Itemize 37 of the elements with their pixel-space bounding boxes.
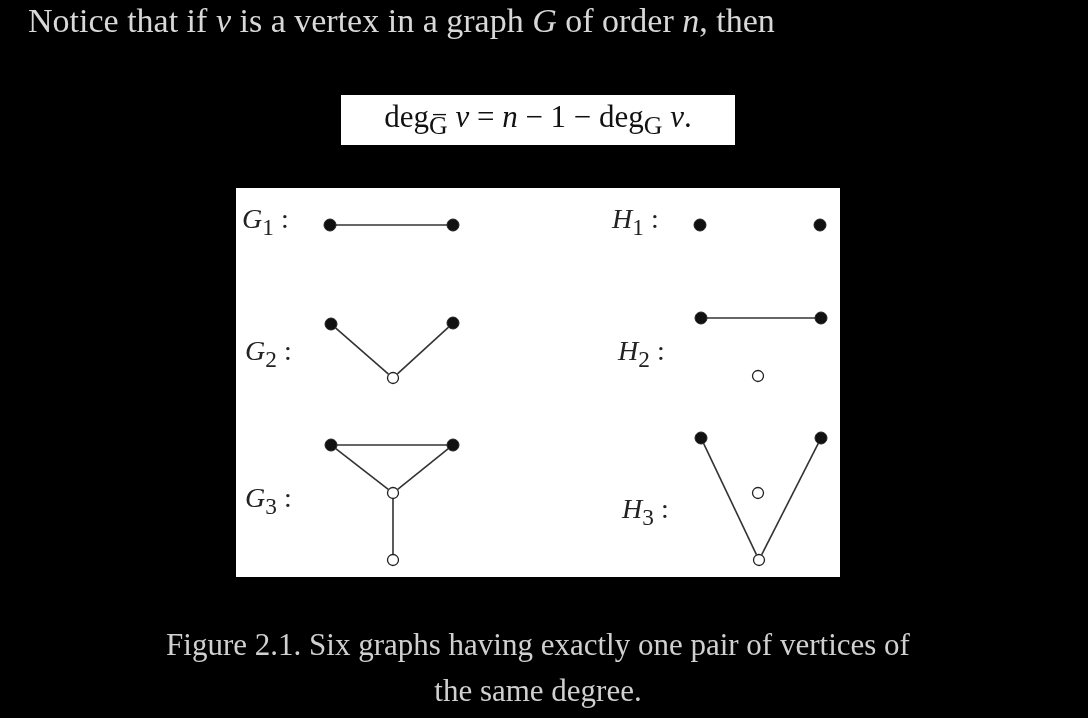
graph-edge bbox=[706, 317, 816, 319]
filled-vertex bbox=[323, 218, 337, 232]
hollow-vertex bbox=[752, 553, 766, 567]
graph-edge bbox=[334, 447, 390, 491]
graph-name: H$_{2}$ : bbox=[618, 335, 665, 373]
figure-caption: Figure 2.1. Six graphs having exactly one pair of vertices of the same degree. bbox=[165, 626, 911, 710]
graph-edge bbox=[396, 326, 450, 375]
filled-vertex bbox=[813, 218, 827, 232]
graph-edge bbox=[335, 224, 448, 226]
filled-vertex bbox=[324, 317, 338, 331]
graph-edge bbox=[760, 442, 820, 556]
degree-formula: deg$_{G̅}$ v = n − 1 − deg$_{G}$ v. bbox=[341, 95, 735, 146]
graph-edge bbox=[392, 498, 394, 555]
filled-vertex bbox=[814, 431, 828, 445]
hollow-vertex bbox=[386, 486, 400, 500]
graph-name: G$_{1}$ : bbox=[242, 203, 289, 241]
filled-vertex bbox=[324, 438, 338, 452]
graph-edge bbox=[334, 327, 390, 375]
graph-name: H$_{1}$ : bbox=[612, 203, 659, 241]
hollow-vertex bbox=[751, 486, 765, 500]
hollow-vertex bbox=[386, 553, 400, 567]
graph-name: H$_{3}$ : bbox=[622, 493, 669, 531]
graph-edge bbox=[396, 447, 450, 491]
filled-vertex bbox=[446, 438, 460, 452]
graph-name: G$_{3}$ : bbox=[245, 482, 292, 520]
intro-sentence: Notice that if v is a vertex in a graph G of order n, then bbox=[28, 2, 775, 40]
graph-edge bbox=[702, 442, 758, 556]
hollow-vertex bbox=[751, 369, 765, 383]
hollow-vertex bbox=[386, 371, 400, 385]
filled-vertex bbox=[446, 316, 460, 330]
filled-vertex bbox=[693, 218, 707, 232]
graph-name: G$_{2}$ : bbox=[245, 335, 292, 373]
filled-vertex bbox=[446, 218, 460, 232]
filled-vertex bbox=[814, 311, 828, 325]
graph-edge bbox=[336, 444, 448, 446]
filled-vertex bbox=[694, 311, 708, 325]
filled-vertex bbox=[694, 431, 708, 445]
